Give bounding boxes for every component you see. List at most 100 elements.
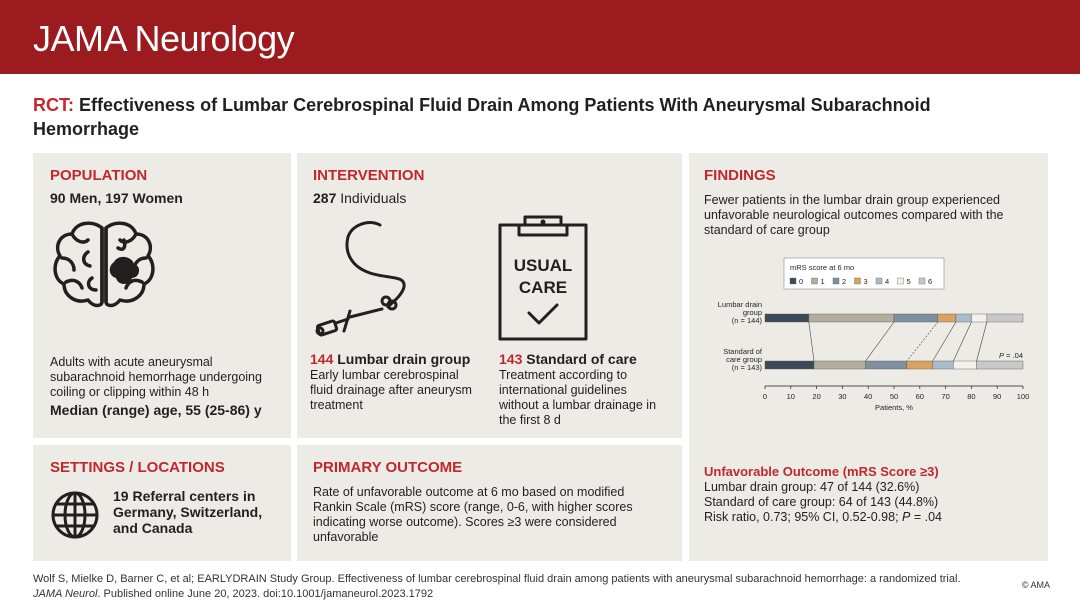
- bar-segment: [764, 360, 815, 370]
- findings-text: Fewer patients in the lumbar drain group…: [704, 193, 1004, 237]
- unfavorable-line1: Lumbar drain group: 47 of 144 (32.6%): [704, 480, 920, 494]
- x-tick-label: 100: [1017, 392, 1030, 401]
- primary-outcome-panel: [297, 445, 682, 561]
- unfavorable-line3: Risk ratio, 0.73; 95% CI, 0.52-0.98; P =…: [704, 510, 942, 525]
- legend-swatch-6: [918, 277, 926, 285]
- drain-group-desc: Early lumbar cerebrospinal fluid drainag…: [310, 368, 472, 412]
- x-tick-label: 10: [787, 392, 795, 401]
- legend-swatch-4: [875, 277, 883, 285]
- population-age: Median (range) age, 55 (25-86) y: [50, 402, 262, 418]
- soc-group-title: 143 Standard of care: [499, 352, 637, 367]
- bar-segment: [906, 360, 933, 370]
- citation-pub: . Published online June 20, 2023. doi:10…: [97, 587, 434, 600]
- x-tick-label: 70: [941, 392, 949, 401]
- legend-box: [783, 257, 945, 290]
- x-tick-label: 50: [890, 392, 898, 401]
- soc-group-desc: Treatment according to international gui…: [499, 368, 657, 427]
- lumbar-drain-icon: [315, 221, 406, 337]
- row-label: Lumbar drain: [718, 300, 762, 309]
- bar-segment: [808, 313, 895, 323]
- connector-line: [932, 321, 957, 362]
- x-tick-label: 30: [838, 392, 846, 401]
- row-label: (n = 144): [732, 316, 763, 325]
- citation-journal: JAMA Neurol: [33, 587, 98, 600]
- soc-group-number: 143: [499, 351, 523, 367]
- bar-segment: [764, 313, 810, 323]
- bar-segment: [893, 313, 939, 323]
- population-panel: [33, 153, 291, 438]
- p-value-annotation: P = .04: [999, 351, 1023, 360]
- globe-icon: [51, 491, 99, 539]
- x-axis-label: Patients, %: [875, 403, 913, 412]
- title-text: Effectiveness of Lumbar Cerebrospinal Fl…: [33, 95, 931, 139]
- primary-outcome-text: Rate of unfavorable outcome at 6 mo base…: [313, 485, 633, 544]
- legend-swatch-3: [854, 277, 861, 285]
- legend-title: mRS score at 6 mo: [790, 263, 854, 272]
- connector-line: [906, 321, 939, 362]
- citation-footer: Wolf S, Mielke D, Barner C, et al; EARLY…: [33, 572, 961, 601]
- connector-line: [953, 321, 972, 362]
- row-label: group: [743, 308, 762, 317]
- primary-outcome-heading: PRIMARY OUTCOME: [313, 459, 463, 476]
- row-label: (n = 143): [732, 363, 763, 372]
- legend-swatch-1: [811, 277, 818, 285]
- bar-segment: [971, 313, 988, 323]
- bar-segment: [932, 360, 954, 370]
- intervention-panel: [297, 153, 682, 438]
- soc-group-label: Standard of care: [526, 351, 637, 367]
- intervention-total: 287 Individuals: [313, 191, 406, 206]
- intervention-heading: INTERVENTION: [313, 167, 425, 184]
- legend-label-5: 5: [907, 277, 911, 286]
- connector-line: [976, 321, 988, 362]
- journal-header: JAMA Neurology: [0, 0, 1080, 74]
- drain-group-number: 144: [310, 351, 334, 367]
- settings-heading: SETTINGS / LOCATIONS: [50, 459, 225, 476]
- intervention-total-number: 287: [313, 190, 337, 206]
- unfavorable-line3-suffix: = .04: [910, 510, 942, 524]
- citation-text: Wolf S, Mielke D, Barner C, et al; EARLY…: [33, 573, 961, 585]
- settings-text: 19 Referral centers in Germany, Switzerl…: [113, 488, 263, 536]
- bar-segment: [955, 313, 972, 323]
- x-tick-label: 0: [763, 392, 767, 401]
- bar-segment: [813, 360, 866, 370]
- bar-segment: [865, 360, 908, 370]
- x-tick-label: 40: [864, 392, 872, 401]
- population-heading: POPULATION: [50, 167, 148, 184]
- row-label: Standard of: [723, 347, 763, 356]
- population-counts: 90 Men, 197 Women: [50, 190, 183, 206]
- usual-care-line2: CARE: [518, 278, 568, 297]
- legend-swatch-5: [897, 277, 904, 285]
- journal-title: JAMA Neurology: [33, 18, 295, 59]
- connector-line: [808, 321, 815, 362]
- intervention-total-label: Individuals: [340, 190, 407, 206]
- population-description: Adults with acute aneurysmal subarachnoi…: [50, 355, 262, 399]
- title-prefix: RCT:: [33, 95, 74, 115]
- connector-line: [865, 321, 895, 362]
- legend-swatch-0: [789, 277, 797, 285]
- unfavorable-line3-prefix: Risk ratio, 0.73; 95% CI, 0.52-0.98;: [704, 510, 903, 524]
- legend-label-3: 3: [864, 277, 868, 286]
- drain-group-label: Lumbar drain group: [337, 351, 471, 367]
- x-tick-label: 20: [812, 392, 820, 401]
- findings-heading: FINDINGS: [704, 167, 776, 184]
- unfavorable-line2: Standard of care group: 64 of 143 (44.8%…: [704, 495, 939, 509]
- copyright: © AMA: [1021, 580, 1050, 590]
- bar-segment: [953, 360, 977, 370]
- legend-label-1: 1: [821, 277, 825, 286]
- x-tick-label: 80: [967, 392, 975, 401]
- legend-label-6: 6: [928, 277, 932, 286]
- bar-segment: [986, 313, 1024, 323]
- legend-label-4: 4: [885, 277, 889, 286]
- bar-segment: [976, 360, 1024, 370]
- legend-swatch-2: [832, 277, 840, 285]
- bar-segment: [937, 313, 957, 323]
- citation-pub-line: JAMA Neurol. Published online June 20, 2…: [33, 587, 961, 602]
- usual-care-line1: USUAL: [513, 256, 573, 275]
- usual-care-label: USUAL CARE: [497, 255, 589, 299]
- brain-icon: [53, 221, 155, 308]
- x-tick-label: 60: [916, 392, 924, 401]
- row-label: care group: [726, 355, 762, 364]
- legend-label-2: 2: [842, 277, 846, 286]
- x-tick-label: 90: [993, 392, 1001, 401]
